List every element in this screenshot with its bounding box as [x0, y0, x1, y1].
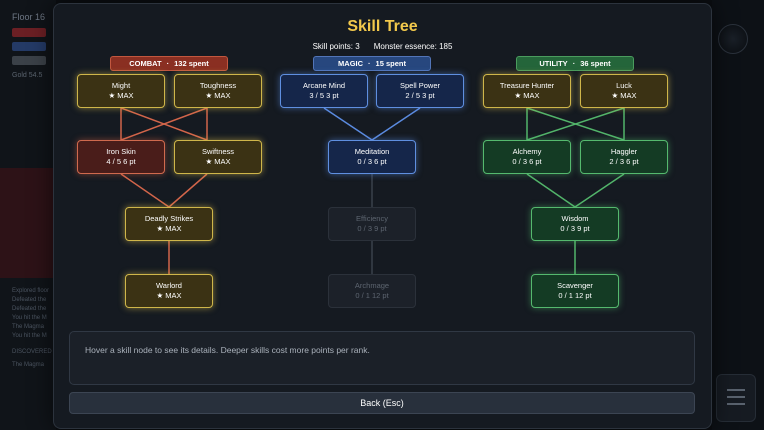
- skill-rank: ★ MAX: [514, 91, 540, 100]
- combat-tree-spent: 132 spent: [174, 59, 209, 68]
- skill-info-panel: Hover a skill node to see its details. D…: [69, 331, 695, 385]
- skill-tree-connections: [120, 107, 625, 274]
- background-gold-text: Gold 54.5: [12, 72, 43, 79]
- skill-name: Toughness: [199, 81, 237, 90]
- skill-node-swiftness[interactable]: Swiftness ★ MAX: [174, 140, 262, 174]
- background-log-line: DISCOVERED: [12, 349, 52, 355]
- skill-rank: ★ MAX: [156, 224, 182, 233]
- skill-rank: 0 / 3 6 pt: [357, 157, 387, 166]
- utility-tree-header: UTILITY·36 spent: [516, 56, 634, 71]
- skill-node-arcane-mind[interactable]: Arcane Mind 3 / 5 3 pt: [280, 74, 368, 108]
- utility-tree-spent: 36 spent: [580, 59, 611, 68]
- magic-tree-spent: 15 spent: [375, 59, 406, 68]
- background-health-bar: [12, 28, 46, 37]
- skill-rank: 0 / 1 12 pt: [355, 291, 389, 300]
- skill-rank: 0 / 3 9 pt: [357, 224, 387, 233]
- skill-name: Scavenger: [557, 281, 593, 290]
- background-floor-title: Floor 16: [12, 12, 46, 22]
- monster-essence-label: Monster essence: 185: [373, 42, 453, 51]
- skill-node-haggler[interactable]: Haggler 2 / 3 6 pt: [580, 140, 668, 174]
- background-log-line: The Magma: [12, 362, 45, 368]
- skill-info-text: Hover a skill node to see its details. D…: [85, 345, 370, 355]
- background-highlight-band: [0, 168, 56, 278]
- skill-name: Arcane Mind: [302, 81, 346, 90]
- skill-rank: ★ MAX: [205, 157, 231, 166]
- resource-summary: Skill points: 3 Monster essence: 185: [54, 42, 711, 51]
- skill-node-meditation[interactable]: Meditation 0 / 3 6 pt: [328, 140, 416, 174]
- background-log-line: You hit the M: [12, 333, 47, 339]
- skill-node-toughness[interactable]: Toughness ★ MAX: [174, 74, 262, 108]
- hamburger-menu-icon[interactable]: [716, 374, 756, 422]
- skill-rank: 3 / 5 3 pt: [309, 91, 339, 100]
- skill-node-scavenger[interactable]: Scavenger 0 / 1 12 pt: [531, 274, 619, 308]
- skill-name: Luck: [616, 81, 632, 90]
- background-log-line: Explored floor: [12, 288, 50, 294]
- skill-name: Meditation: [354, 147, 390, 156]
- background-xp-bar: [12, 56, 46, 65]
- skill-node-spell-power[interactable]: Spell Power 2 / 5 3 pt: [376, 74, 464, 108]
- skill-name: Spell Power: [399, 81, 441, 90]
- skill-name: Wisdom: [561, 214, 589, 223]
- back-button[interactable]: Back (Esc): [69, 392, 695, 414]
- background-log-line: Defeated the: [12, 297, 47, 303]
- skill-rank: 0 / 1 12 pt: [558, 291, 592, 300]
- skill-node-treasure-hunter[interactable]: Treasure Hunter ★ MAX: [483, 74, 571, 108]
- skill-name: Treasure Hunter: [499, 81, 555, 90]
- skill-tree-modal: Skill Tree Skill points: 3 Monster essenc…: [53, 3, 712, 429]
- background-log-line: You hit the M: [12, 315, 47, 321]
- skill-rank: ★ MAX: [611, 91, 637, 100]
- skill-rank: 0 / 3 6 pt: [512, 157, 542, 166]
- skill-node-efficiency[interactable]: Efficiency 0 / 3 9 pt: [328, 207, 416, 241]
- skill-name: Warlord: [156, 281, 182, 290]
- magic-tree-name: MAGIC: [338, 59, 364, 68]
- skill-rank: ★ MAX: [156, 291, 182, 300]
- skill-rank: 2 / 3 6 pt: [609, 157, 639, 166]
- combat-tree-name: COMBAT: [129, 59, 162, 68]
- modal-title: Skill Tree: [347, 18, 418, 35]
- skill-node-might[interactable]: Might ★ MAX: [77, 74, 165, 108]
- skill-node-warlord[interactable]: Warlord ★ MAX: [125, 274, 213, 308]
- skill-name: Deadly Strikes: [144, 214, 194, 223]
- magic-tree-header: MAGIC·15 spent: [313, 56, 431, 71]
- background-mana-bar: [12, 42, 46, 51]
- skill-node-wisdom[interactable]: Wisdom 0 / 3 9 pt: [531, 207, 619, 241]
- emblem-icon: [718, 24, 748, 54]
- background-log-line: Defeated the: [12, 306, 47, 312]
- skill-rank: ★ MAX: [108, 91, 134, 100]
- utility-tree-name: UTILITY: [539, 59, 568, 68]
- skill-name: Might: [111, 81, 131, 90]
- skill-node-iron-skin[interactable]: Iron Skin 4 / 5 6 pt: [77, 140, 165, 174]
- combat-tree-header: COMBAT·132 spent: [110, 56, 228, 71]
- skill-rank: 2 / 5 3 pt: [405, 91, 435, 100]
- skill-rank: 0 / 3 9 pt: [560, 224, 590, 233]
- skill-node-archmage[interactable]: Archmage 0 / 1 12 pt: [328, 274, 416, 308]
- skill-rank: 4 / 5 6 pt: [106, 157, 136, 166]
- background-right-panel: [712, 0, 764, 430]
- skill-name: Iron Skin: [106, 147, 136, 156]
- background-log-line: The Magma: [12, 324, 45, 330]
- skill-node-alchemy[interactable]: Alchemy 0 / 3 6 pt: [483, 140, 571, 174]
- skill-name: Archmage: [354, 281, 390, 290]
- skill-name: Alchemy: [512, 147, 542, 156]
- skill-name: Swiftness: [201, 147, 235, 156]
- skill-node-deadly-strikes[interactable]: Deadly Strikes ★ MAX: [125, 207, 213, 241]
- skill-node-luck[interactable]: Luck ★ MAX: [580, 74, 668, 108]
- skill-name: Efficiency: [356, 214, 388, 223]
- skill-rank: ★ MAX: [205, 91, 231, 100]
- skill-name: Haggler: [610, 147, 638, 156]
- skill-points-label: Skill points: 3: [312, 42, 360, 51]
